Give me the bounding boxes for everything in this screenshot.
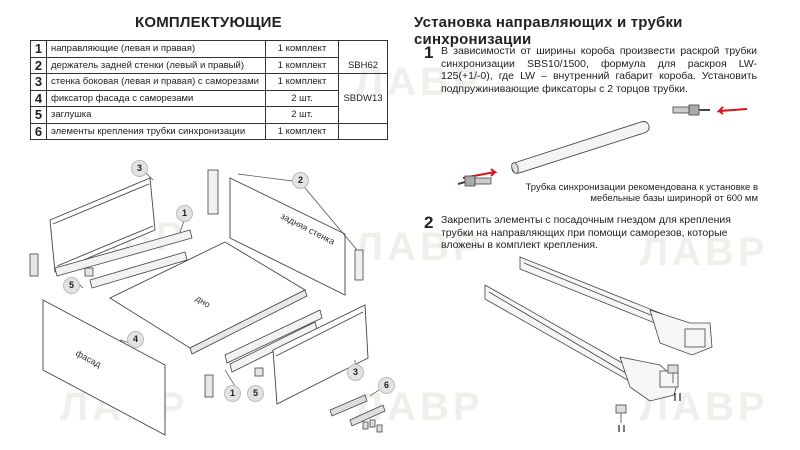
side-wall-right xyxy=(272,304,369,405)
step-1-text: В зависимости от ширины короба произвест… xyxy=(441,45,757,95)
callout-3-bottom: 3 xyxy=(347,364,364,381)
side-wall-left xyxy=(49,177,156,273)
front-panel xyxy=(42,299,166,436)
code-sbdw: SBDW13 xyxy=(338,73,388,124)
sync-tube-diagram xyxy=(457,104,748,187)
rear-holders xyxy=(207,169,364,281)
row-number: 1 xyxy=(30,40,47,58)
lower-rail xyxy=(484,284,679,402)
table-row: 3 стенка боковая (левая и правая) с само… xyxy=(30,73,388,124)
sync-tube-fittings xyxy=(329,394,386,433)
row-quantity: 1 комплект xyxy=(265,73,339,91)
callout-1-bottom: 1 xyxy=(224,385,241,402)
right-title: Установка направляющих и трубки синхрони… xyxy=(414,14,683,48)
code-sbh: SBH62 xyxy=(338,57,388,74)
arrow-right xyxy=(716,106,748,115)
row-description: направляющие (левая и правая) xyxy=(46,40,266,58)
back-wall-panel xyxy=(229,177,346,296)
row-quantity: 2 шт. xyxy=(265,106,339,124)
watermark: ЛАВР xyxy=(640,230,769,274)
row-description: заглушка xyxy=(46,106,266,124)
table-row: 4 фиксатор фасада с саморезами 2 шт. xyxy=(30,89,388,107)
callout-3-top: 3 xyxy=(131,160,148,177)
guide-rail-left xyxy=(54,229,193,289)
row-number: 6 xyxy=(30,122,47,140)
tube-note: Трубка синхронизации рекомендована к уст… xyxy=(525,182,758,204)
drawer-exploded-diagram: задняя стенка дно фасад xyxy=(29,169,386,436)
tube-end-fixer-left xyxy=(457,175,492,187)
step-2-number: 2 xyxy=(424,213,434,232)
tube-end-fixer-right xyxy=(672,104,710,116)
callout-5-bottom: 5 xyxy=(247,385,264,402)
step-2-text: Закрепить элементы с посадочным гнездом … xyxy=(441,214,731,251)
sync-tube xyxy=(511,121,650,174)
upper-rail xyxy=(519,256,713,356)
row-number: 5 xyxy=(30,106,47,124)
row-number: 3 xyxy=(30,73,47,91)
callout-4: 4 xyxy=(127,331,144,348)
row-number: 2 xyxy=(30,56,47,74)
row-description: фиксатор фасада с саморезами xyxy=(46,89,266,107)
kit-table: 1 направляющие (левая и правая) 1 компле… xyxy=(30,40,388,140)
row-quantity: 1 комплект xyxy=(265,40,339,58)
mount-element-lower xyxy=(615,404,627,423)
left-title: КОМПЛЕКТУЮЩИЕ xyxy=(135,14,282,31)
row-number: 4 xyxy=(30,89,47,107)
row-description: элементы крепления трубки синхронизации xyxy=(46,122,266,140)
callout-1-top: 1 xyxy=(176,205,193,222)
end-caps xyxy=(29,253,264,377)
row-code-empty xyxy=(338,40,388,57)
row-quantity: 1 комплект xyxy=(265,122,339,140)
callout-5-left: 5 xyxy=(63,277,80,294)
table-row: 6 элементы крепления трубки синхронизаци… xyxy=(30,122,388,140)
callout-6: 6 xyxy=(378,377,395,394)
watermark: ЛАВР xyxy=(355,225,484,269)
bottom-panel-edge xyxy=(189,289,308,355)
table-row: 5 заглушка 2 шт. xyxy=(30,106,388,124)
row-quantity: 2 шт. xyxy=(265,89,339,107)
row-description: стенка боковая (левая и правая) с саморе… xyxy=(46,73,266,91)
row-code-empty xyxy=(338,122,388,140)
table-row: 2 держатель задней стенки (левый и правы… xyxy=(30,56,388,74)
mount-element-upper xyxy=(667,364,679,383)
front-fixers xyxy=(204,374,214,398)
row-quantity: 1 комплект xyxy=(265,56,339,74)
step-1-number: 1 xyxy=(424,43,434,62)
table-row: 1 направляющие (левая и правая) 1 компле… xyxy=(30,40,388,58)
screws xyxy=(618,393,681,432)
row-description: держатель задней стенки (левый и правый) xyxy=(46,56,266,74)
callout-2: 2 xyxy=(292,172,309,189)
rail-assembly-diagram xyxy=(484,256,713,432)
